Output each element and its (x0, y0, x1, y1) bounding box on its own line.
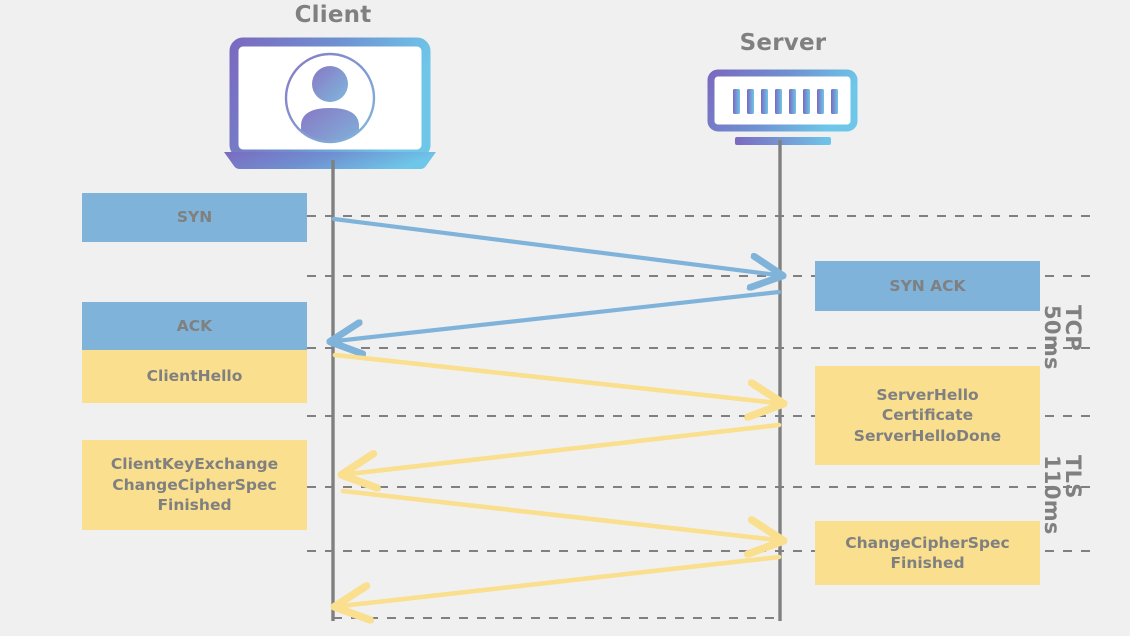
message-label-syn: SYN (176, 208, 213, 227)
phase-label-tcp-duration: 50ms (1040, 305, 1064, 370)
phase-label-tls-duration: 110ms (1040, 455, 1064, 535)
client-key-exchange-arrow (340, 488, 777, 540)
message-label-syn-ack: SYN ACK (889, 276, 966, 295)
server-rack-icon (707, 69, 858, 145)
server-title: Server (739, 30, 827, 56)
message-label-client-key-exchange-line3: Finished (157, 496, 232, 515)
server-finished-arrow (341, 554, 782, 606)
message-label-server-hello-line1: ServerHello (876, 385, 979, 404)
syn-arrow (331, 216, 777, 275)
message-box-server-hello[interactable]: ServerHello Certificate ServerHelloDone (815, 366, 1040, 465)
message-box-client-key-exchange[interactable]: ClientKeyExchange ChangeCipherSpec Finis… (82, 440, 307, 530)
server-hello-arrow (348, 422, 782, 474)
message-box-syn[interactable]: SYN (82, 193, 307, 242)
message-arrows (331, 216, 782, 606)
message-label-ack: ACK (176, 316, 213, 335)
message-label-client-key-exchange-line2: ChangeCipherSpec (112, 475, 277, 494)
message-box-ack[interactable]: ACK (82, 302, 307, 350)
message-box-client-hello[interactable]: ClientHello (82, 350, 307, 403)
message-label-client-key-exchange-line1: ClientKeyExchange (110, 455, 279, 474)
client-hello-arrow (332, 352, 777, 403)
message-label-server-change-cipher-line2: Finished (890, 554, 965, 572)
syn-ack-arrow (336, 289, 782, 341)
message-box-server-change-cipher[interactable]: ChangeCipherSpec Finished (815, 521, 1040, 585)
message-label-client-hello: ClientHello (146, 367, 243, 386)
message-label-server-hello-line2: Certificate (881, 406, 974, 425)
phase-label-tls-name: TLS (1061, 455, 1085, 499)
client-title: Client (294, 2, 372, 28)
message-box-syn-ack[interactable]: SYN ACK (815, 261, 1040, 311)
phase-label-tcp-name: TCP (1061, 305, 1085, 352)
client-laptop-icon (224, 37, 436, 169)
message-label-server-change-cipher-line1: ChangeCipherSpec (845, 533, 1010, 552)
message-label-server-hello-line3: ServerHelloDone (853, 426, 1002, 445)
